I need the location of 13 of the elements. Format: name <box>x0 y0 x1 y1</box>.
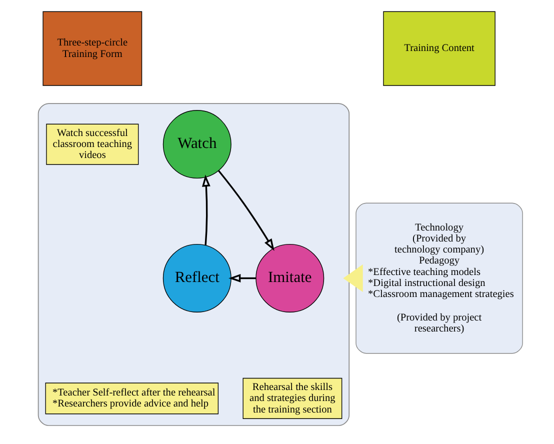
node-box: Rehearsal the skills and strategies during the training section <box>242 378 342 419</box>
arrow <box>202 174 210 246</box>
node-box: Three-step-circle Training Form <box>42 11 142 86</box>
node-circle: Watch <box>162 110 232 179</box>
node-box: Training Content <box>383 11 496 86</box>
node-box: Watch successful classroom teaching videos <box>46 124 139 165</box>
cluster <box>38 103 350 426</box>
arrow <box>218 170 274 251</box>
node-box: *Teacher Self-reflect after the rehearsal *Researchers provide advice and help <box>45 382 219 414</box>
node-circle: Imitate <box>256 244 324 312</box>
node-circle: Reflect <box>162 244 232 312</box>
arrow <box>228 274 256 282</box>
arrow <box>343 264 363 292</box>
